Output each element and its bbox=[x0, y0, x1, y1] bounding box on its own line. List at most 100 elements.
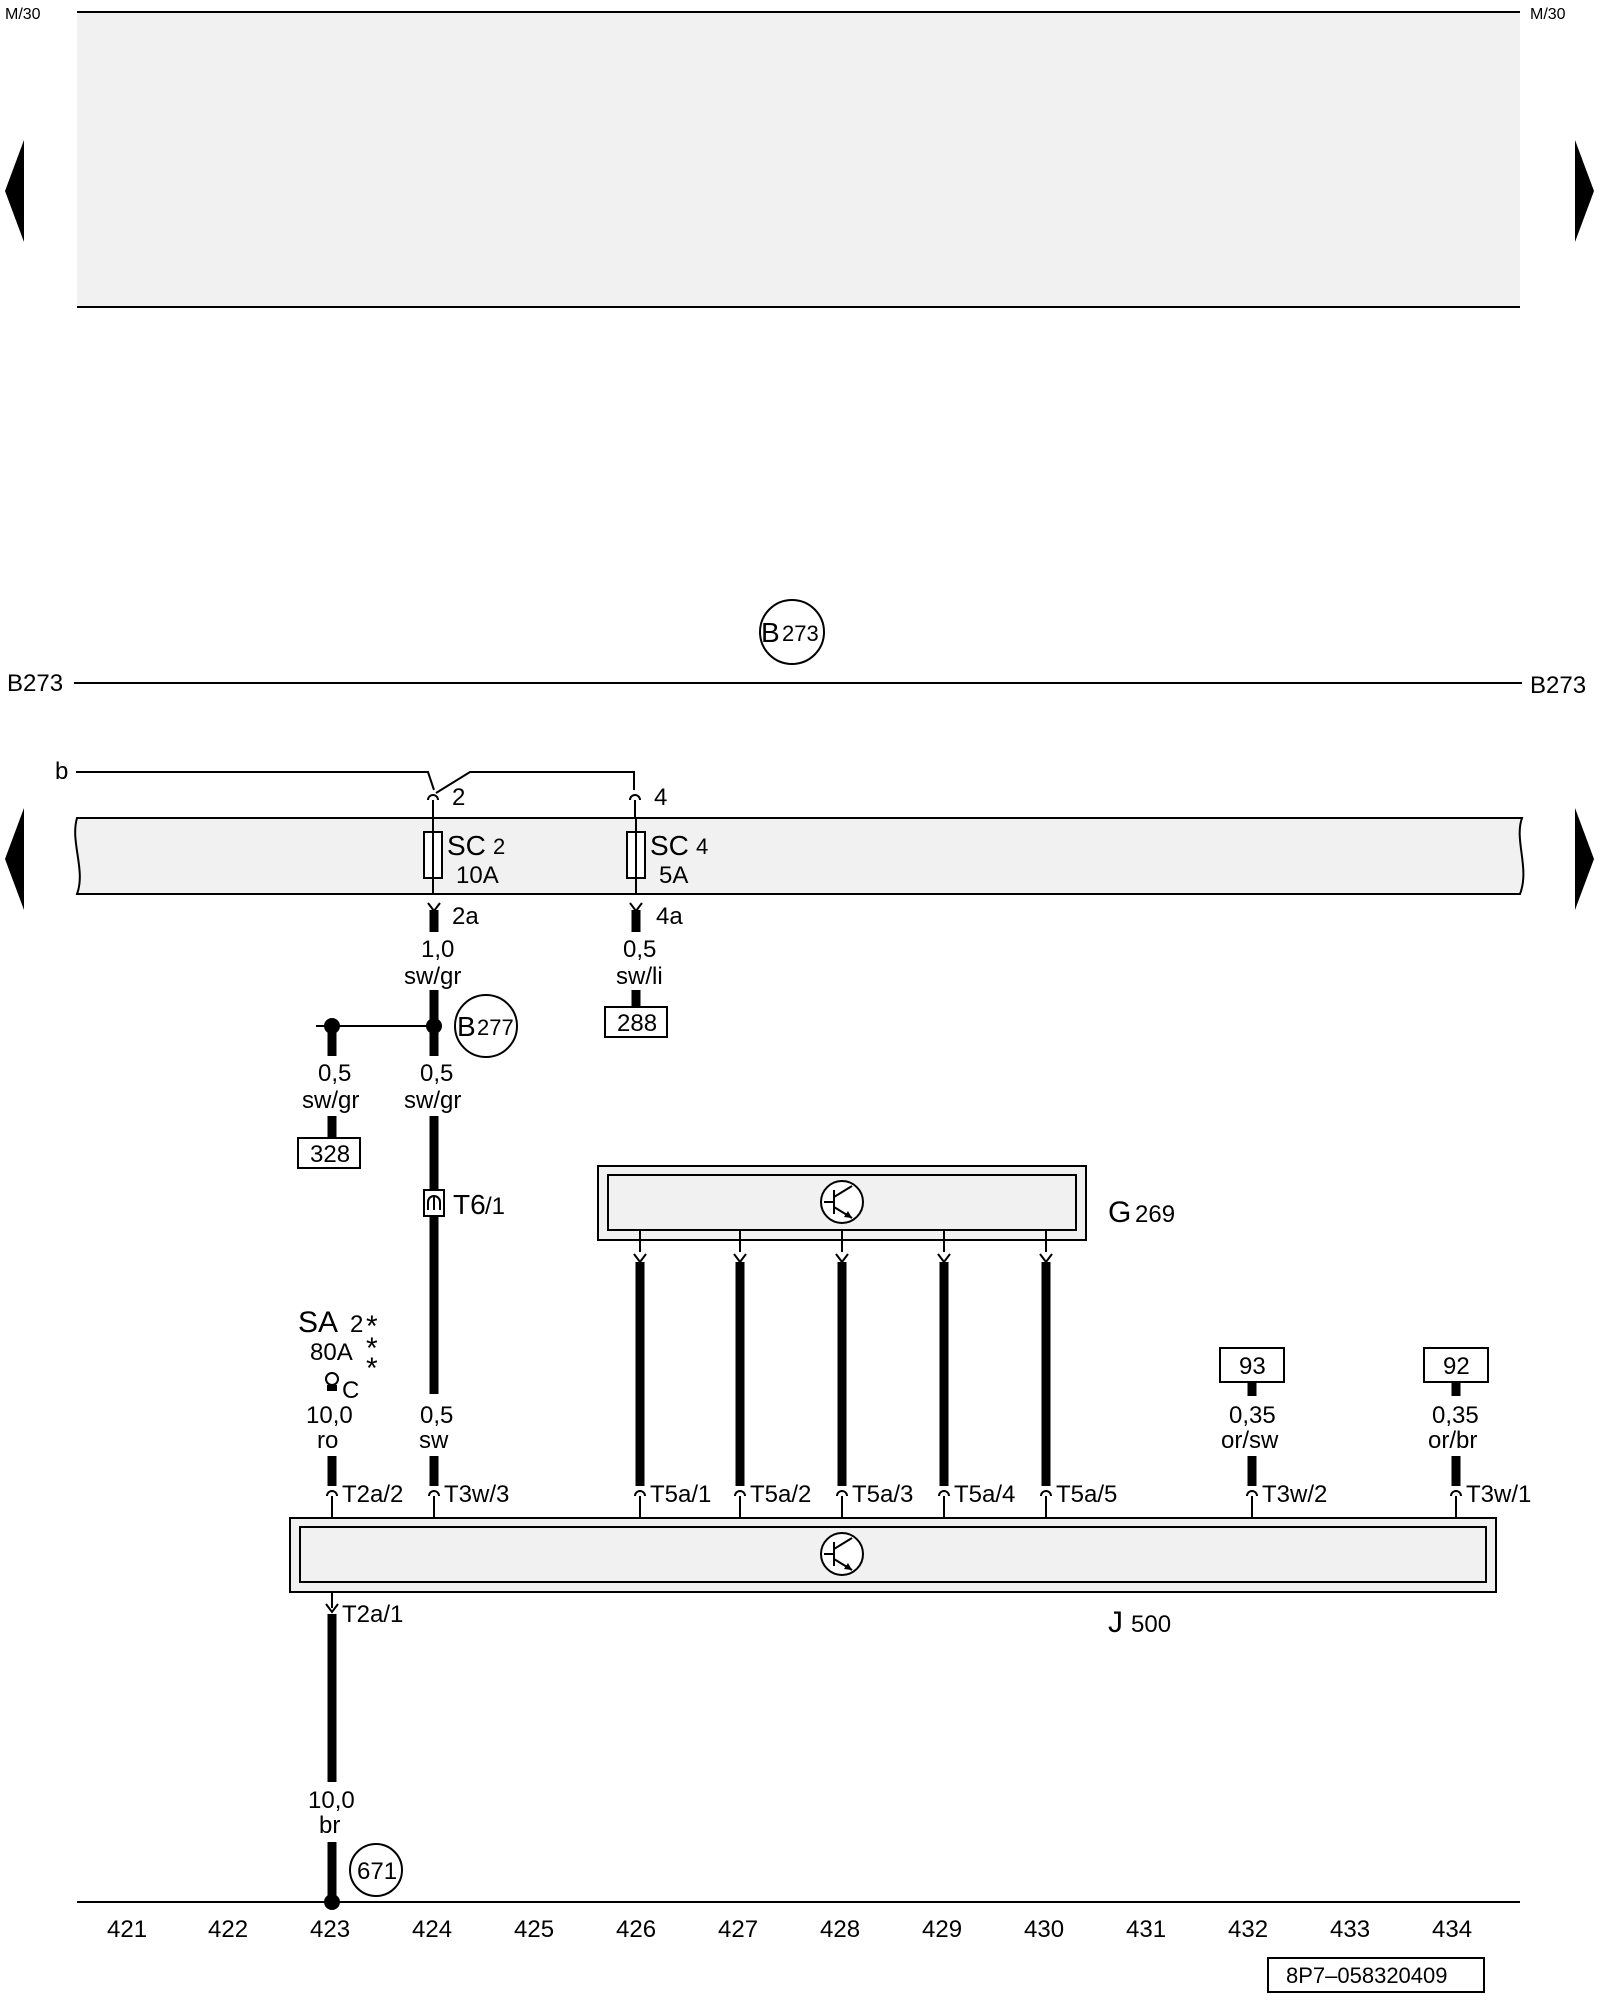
sa2-bolt-icon bbox=[325, 1372, 339, 1386]
wire-sa2-color: ro bbox=[317, 1427, 338, 1454]
wire-b bbox=[76, 771, 435, 791]
pin-t3w1: T3w/1 bbox=[1466, 1481, 1531, 1508]
ref-288: 288 bbox=[617, 1010, 657, 1037]
wire-sc4-color: sw/li bbox=[616, 963, 663, 990]
bus-circle-label-sub: 273 bbox=[782, 621, 819, 646]
fuse-sc4-name-main: SC bbox=[650, 830, 689, 861]
column-432: 432 bbox=[1228, 1916, 1268, 1943]
pin-t5a2: T5a/2 bbox=[750, 1481, 811, 1508]
fuse-sa2-star-1: * bbox=[366, 1310, 378, 1343]
j500-label-sub: 500 bbox=[1131, 1611, 1171, 1638]
bus-circle-b273 bbox=[759, 599, 825, 665]
pin-t5a3: T5a/3 bbox=[852, 1481, 913, 1508]
pin-t5a1: T5a/1 bbox=[650, 1481, 711, 1508]
pin-t5a5: T5a/5 bbox=[1056, 1481, 1117, 1508]
ref-93: 93 bbox=[1239, 1353, 1266, 1380]
j500-label-main: J bbox=[1108, 1606, 1123, 1639]
fuse-sc2-name-sub: 2 bbox=[493, 834, 505, 859]
t5a-wires bbox=[633, 1230, 1053, 1486]
g269-label-main: G bbox=[1108, 1196, 1131, 1229]
fuse-sc4-rating: 5A bbox=[659, 862, 688, 889]
wire-ground-color: br bbox=[319, 1812, 340, 1839]
column-431: 431 bbox=[1126, 1916, 1166, 1943]
pin-t2a1: T2a/1 bbox=[342, 1601, 403, 1628]
wire-t3w2-size: 0,35 bbox=[1229, 1402, 1276, 1429]
splice-circle-b277 bbox=[454, 994, 518, 1058]
fuse-sc4-name-sub: 4 bbox=[696, 834, 708, 859]
sc2-input-terminal bbox=[427, 794, 439, 801]
ref-box-328[interactable] bbox=[297, 1137, 361, 1169]
wire-t3w2-color: or/sw bbox=[1221, 1427, 1279, 1454]
nav-left-icon[interactable] bbox=[5, 808, 24, 910]
column-428: 428 bbox=[820, 1916, 860, 1943]
wire-sc2-size: 1,0 bbox=[421, 936, 454, 963]
header-ref-left: M/30 bbox=[5, 6, 41, 23]
connector-t6-label-sub: /1 bbox=[485, 1193, 505, 1220]
column-numbers: 421 422 423 424 425 426 427 428 429 430 … bbox=[107, 1916, 1472, 1943]
ref-328: 328 bbox=[310, 1141, 350, 1168]
ref-box-288[interactable] bbox=[604, 1006, 668, 1038]
wire-sc4-size: 0,5 bbox=[623, 936, 656, 963]
fuse-sa2-name-sub: 2 bbox=[350, 1311, 363, 1338]
fuse-sa2-star-3: * bbox=[366, 1352, 378, 1385]
j500-inner-box[interactable] bbox=[299, 1526, 1487, 1583]
column-430: 430 bbox=[1024, 1916, 1064, 1943]
column-434: 434 bbox=[1432, 1916, 1472, 1943]
wire-sc2-color: sw/gr bbox=[404, 963, 461, 990]
wire-b-label: b bbox=[55, 758, 68, 785]
wire-sc4-input bbox=[435, 771, 635, 794]
column-423: 423 bbox=[310, 1916, 350, 1943]
ground-ref-label: 671 bbox=[357, 1858, 397, 1885]
wire-branch-right-color: sw/gr bbox=[404, 1087, 461, 1114]
j500-transistor-icon bbox=[820, 1532, 864, 1576]
pin-t2a2: T2a/2 bbox=[342, 1481, 403, 1508]
connector-t6-label-main: T6 bbox=[453, 1189, 486, 1220]
fuse-sa2-connector: C bbox=[342, 1377, 359, 1404]
j500-input-terminals bbox=[326, 1490, 1462, 1518]
column-429: 429 bbox=[922, 1916, 962, 1943]
bus-circle-label-main: B bbox=[761, 617, 780, 648]
doc-code-box bbox=[1267, 1957, 1485, 1993]
wire-t3w3-color: sw bbox=[419, 1427, 449, 1454]
wire-sa2-size: 10,0 bbox=[306, 1402, 353, 1429]
column-433: 433 bbox=[1330, 1916, 1370, 1943]
sc4-pin-out: 4a bbox=[656, 903, 683, 930]
ref-92: 92 bbox=[1443, 1353, 1470, 1380]
fuse-sa2-star-2: * bbox=[366, 1332, 378, 1365]
ground-ref-circle[interactable] bbox=[349, 1843, 403, 1897]
pin-t3w3: T3w/3 bbox=[444, 1481, 509, 1508]
top-panel-background bbox=[77, 12, 1520, 307]
splice-dot-right bbox=[426, 1018, 442, 1034]
nav-left-top-icon[interactable] bbox=[5, 140, 24, 242]
sc4-input-terminal bbox=[629, 794, 641, 801]
splice-label-sub: 277 bbox=[477, 1015, 514, 1040]
ref-box-93[interactable] bbox=[1219, 1347, 1285, 1383]
bus-label-right: B273 bbox=[1530, 672, 1586, 699]
fuse-sc2-name-main: SC bbox=[447, 830, 486, 861]
sc2-pin-out: 2a bbox=[452, 903, 479, 930]
wire-ground-size: 10,0 bbox=[308, 1787, 355, 1814]
wire-branch-left-color: sw/gr bbox=[302, 1087, 359, 1114]
nav-right-top-icon[interactable] bbox=[1575, 140, 1594, 242]
nav-right-icon[interactable] bbox=[1575, 808, 1594, 910]
column-422: 422 bbox=[208, 1916, 248, 1943]
column-424: 424 bbox=[412, 1916, 452, 1943]
wire-branch-left-size: 0,5 bbox=[318, 1060, 351, 1087]
fuse-sa2-rating: 80A bbox=[310, 1339, 353, 1366]
fuse-panel bbox=[74, 817, 1525, 895]
wire-t3w1-color: or/br bbox=[1428, 1427, 1477, 1454]
fuse-sa2-name-main: SA bbox=[298, 1306, 338, 1339]
column-427: 427 bbox=[718, 1916, 758, 1943]
splice-label-main: B bbox=[457, 1011, 476, 1042]
pin-t3w2: T3w/2 bbox=[1262, 1481, 1327, 1508]
header-ref-right: M/30 bbox=[1530, 6, 1566, 23]
fuse-sc2-rating: 10A bbox=[456, 862, 499, 889]
j500-pin-labels: T2a/2 T3w/3 T5a/1 T5a/2 T5a/3 T5a/4 T5a/… bbox=[342, 1481, 1531, 1508]
wire-t3w1-size: 0,35 bbox=[1432, 1402, 1479, 1429]
bus-label-left: B273 bbox=[7, 670, 63, 697]
pin-t5a4: T5a/4 bbox=[954, 1481, 1015, 1508]
wire-t3w3-size: 0,5 bbox=[420, 1402, 453, 1429]
wire-branch-right-size: 0,5 bbox=[420, 1060, 453, 1087]
column-426: 426 bbox=[616, 1916, 656, 1943]
